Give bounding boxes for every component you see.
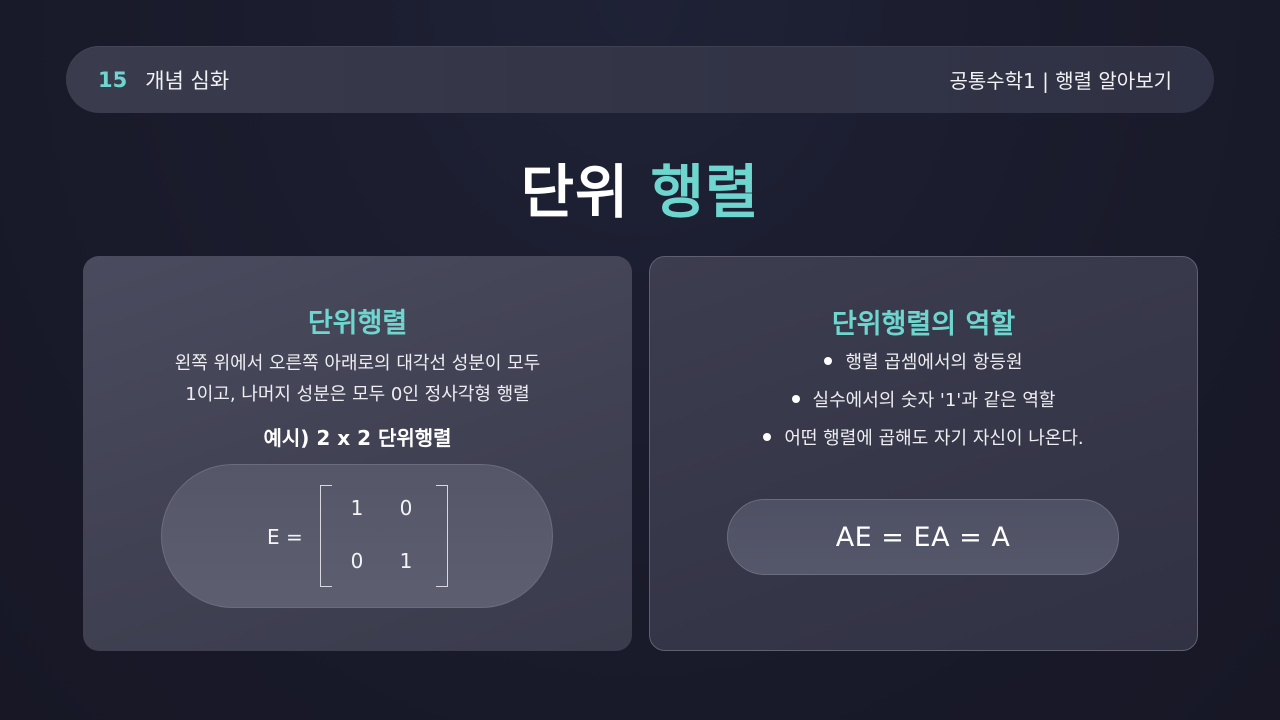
slide-header: 15 개념 심화 공통수학1 | 행렬 알아보기 bbox=[66, 46, 1214, 113]
definition-line-1: 왼쪽 위에서 오른쪽 아래로의 대각선 성분이 모두 bbox=[174, 353, 541, 374]
role-card: 단위행렬의 역할 행렬 곱셈에서의 항등원 실수에서의 숫자 '1'과 같은 역… bbox=[649, 256, 1198, 651]
section-label: 개념 심화 bbox=[145, 68, 230, 93]
role-heading: 단위행렬의 역할 bbox=[831, 309, 1016, 340]
definition-line-2: 1이고, 나머지 성분은 모두 0인 정사각형 행렬 bbox=[185, 384, 530, 405]
example-label: 예시) 2 x 2 단위행렬 bbox=[263, 426, 452, 450]
definition-text: 왼쪽 위에서 오른쪽 아래로의 대각선 성분이 모두 1이고, 나머지 성분은 … bbox=[83, 348, 632, 410]
formula-box: AE = EA = A bbox=[727, 499, 1119, 575]
matrix-cell-r2c2: 1 bbox=[399, 549, 413, 573]
header-left: 15 개념 심화 bbox=[98, 65, 229, 95]
bullet-icon bbox=[824, 357, 833, 365]
left-bracket bbox=[320, 485, 332, 587]
title-part-2: 행렬 bbox=[650, 158, 760, 226]
matrix-cell-r1c1: 1 bbox=[350, 496, 364, 520]
definition-heading: 단위행렬 bbox=[307, 308, 408, 339]
list-item-text: 어떤 행렬에 곱해도 자기 자신이 나온다. bbox=[784, 428, 1084, 449]
page-title: 단위 행렬 bbox=[0, 145, 1280, 229]
matrix-cell-r1c2: 0 bbox=[399, 496, 413, 520]
title-part-1: 단위 bbox=[520, 158, 630, 226]
bullet-icon bbox=[763, 433, 772, 441]
matrix-example: E = 1 0 0 1 bbox=[161, 464, 553, 608]
matrix-cell-r2c1: 0 bbox=[350, 549, 364, 573]
list-item-text: 실수에서의 숫자 '1'과 같은 역할 bbox=[812, 390, 1056, 411]
matrix-label: E = bbox=[267, 525, 303, 549]
slide-number: 15 bbox=[98, 67, 128, 92]
list-item: 실수에서의 숫자 '1'과 같은 역할 bbox=[791, 387, 1056, 411]
role-list: 행렬 곱셈에서의 항등원 실수에서의 숫자 '1'과 같은 역할 어떤 행렬에 … bbox=[650, 349, 1197, 449]
course-label: 공통수학1 | 행렬 알아보기 bbox=[949, 69, 1172, 93]
right-bracket bbox=[436, 485, 448, 587]
list-item: 행렬 곱셈에서의 항등원 bbox=[824, 349, 1023, 373]
list-item: 어떤 행렬에 곱해도 자기 자신이 나온다. bbox=[763, 425, 1084, 449]
bullet-icon bbox=[791, 395, 800, 403]
list-item-text: 행렬 곱셈에서의 항등원 bbox=[845, 352, 1023, 373]
definition-card: 단위행렬 왼쪽 위에서 오른쪽 아래로의 대각선 성분이 모두 1이고, 나머지… bbox=[83, 256, 632, 651]
